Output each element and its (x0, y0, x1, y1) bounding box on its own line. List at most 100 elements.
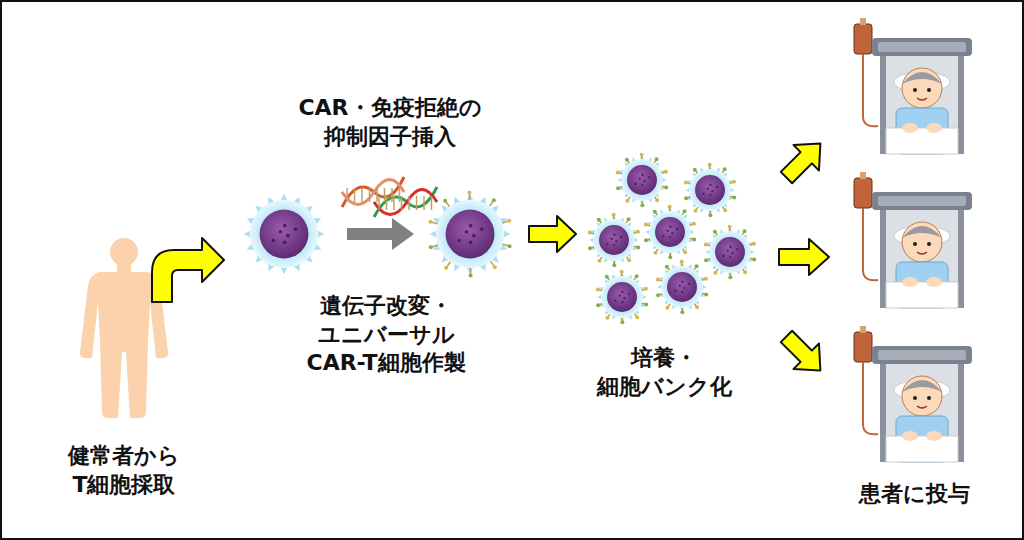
eye (927, 242, 931, 246)
t-cell (656, 260, 708, 315)
mouth (917, 252, 927, 254)
nucleus-dot (722, 255, 724, 257)
yellow-arrow (152, 238, 224, 302)
cell-body (601, 276, 643, 318)
nucleus-dot (606, 243, 608, 245)
car-receptor-tip (429, 245, 433, 249)
nucleus-dot (669, 226, 671, 228)
car-receptor-tip (636, 230, 640, 234)
car-receptor-tip (656, 293, 660, 297)
hand (902, 277, 918, 287)
caption-text: 患者に投与 (858, 480, 971, 509)
nucleus-dot (613, 244, 615, 246)
cell-body (709, 231, 751, 273)
nucleus-dot (683, 287, 685, 289)
dna-rung (378, 196, 380, 210)
nucleus-dot (688, 283, 690, 285)
bed-frame (882, 56, 962, 154)
nucleus-dot (731, 252, 733, 254)
nucleus-dot (648, 176, 650, 178)
car-receptor-tip (692, 237, 696, 241)
nucleus-dot (271, 239, 275, 243)
car-receptor-tip (596, 288, 600, 292)
blanket (886, 282, 958, 308)
car-receptor-tip (723, 167, 727, 171)
cell-body (621, 159, 663, 201)
cell-body (436, 200, 504, 268)
hand (926, 277, 942, 287)
bed-panel (878, 196, 966, 206)
nucleus-dot (676, 228, 678, 230)
nucleus-dot (716, 186, 718, 188)
car-receptor-tip (728, 275, 732, 279)
car-receptor-tip (469, 273, 473, 277)
patient-face (902, 222, 942, 262)
car-receptor-tip (664, 185, 668, 189)
car-receptor-tip (668, 205, 672, 209)
car-receptor-tip (743, 229, 747, 233)
car-receptor-tip (605, 316, 609, 320)
car-receptor-tip (444, 266, 448, 270)
nucleus-dot (480, 227, 484, 231)
bed-headboard (872, 346, 972, 364)
nucleus-dot (465, 230, 469, 234)
nucleus-dot (702, 193, 704, 195)
car-receptor-tip (428, 220, 432, 224)
nucleus-dot (628, 293, 630, 295)
nucleus-dot (634, 183, 636, 185)
dna-rung (386, 196, 388, 210)
nucleus-dot (283, 224, 287, 228)
car-receptor-tip (653, 210, 657, 214)
mouth (917, 98, 927, 100)
dna-rung (376, 188, 378, 202)
cell-body (593, 219, 635, 261)
car-receptor-tip (723, 208, 727, 212)
car-receptor-tip (443, 199, 447, 203)
nucleus-dot (669, 236, 671, 238)
caption-text: 遺伝子改変・ ユニバーサル CAR-T細胞作製 (305, 292, 467, 378)
cell-nucleus (715, 237, 745, 267)
hand (926, 123, 942, 133)
car-receptor-tip (683, 250, 687, 254)
car-receptor-tip (636, 245, 640, 249)
dna-rung (399, 188, 401, 202)
patient-in-bed (854, 326, 972, 462)
nucleus-dot (469, 224, 473, 228)
car-receptor-tip (732, 180, 736, 184)
car-receptor-tip (507, 219, 511, 223)
car-receptor-tip (693, 168, 697, 172)
nucleus-dot (457, 239, 461, 243)
bed-rail (880, 364, 886, 462)
car-receptor-tip (692, 222, 696, 226)
dna-rung (346, 188, 348, 202)
car-receptor-tip (625, 158, 629, 162)
iv-bag (854, 178, 872, 208)
car-receptor-tip (704, 277, 708, 281)
car-receptor-tip (680, 310, 684, 314)
caption-text: 健常者から T細胞採取 (67, 442, 181, 499)
car-receptor-tip (612, 263, 616, 267)
cell-nucleus (695, 175, 725, 205)
hand (902, 123, 918, 133)
car-receptor-tip (668, 255, 672, 259)
nucleus-dot (614, 300, 616, 302)
car-receptor-tip (708, 213, 712, 217)
car-receptor-tip (728, 225, 732, 229)
iv-tube (863, 362, 878, 434)
patient-hair (902, 72, 942, 84)
iv-tube (863, 54, 878, 126)
car-receptor-tip (467, 191, 471, 195)
caption-text: CAR・免疫拒絶の 抑制因子挿入 (297, 94, 483, 151)
t-cell (684, 163, 736, 218)
cell-nucleus (627, 165, 657, 195)
eye (927, 396, 931, 400)
nucleus-dot (621, 291, 623, 293)
iv-cap (860, 326, 866, 333)
car-receptor-tip (655, 157, 659, 161)
eye (913, 242, 917, 246)
nucleus-dot (729, 256, 731, 258)
car-receptor-tip (493, 265, 497, 269)
nucleus-dot (469, 241, 473, 245)
dna-rung (431, 196, 433, 210)
t-cell (704, 225, 756, 280)
